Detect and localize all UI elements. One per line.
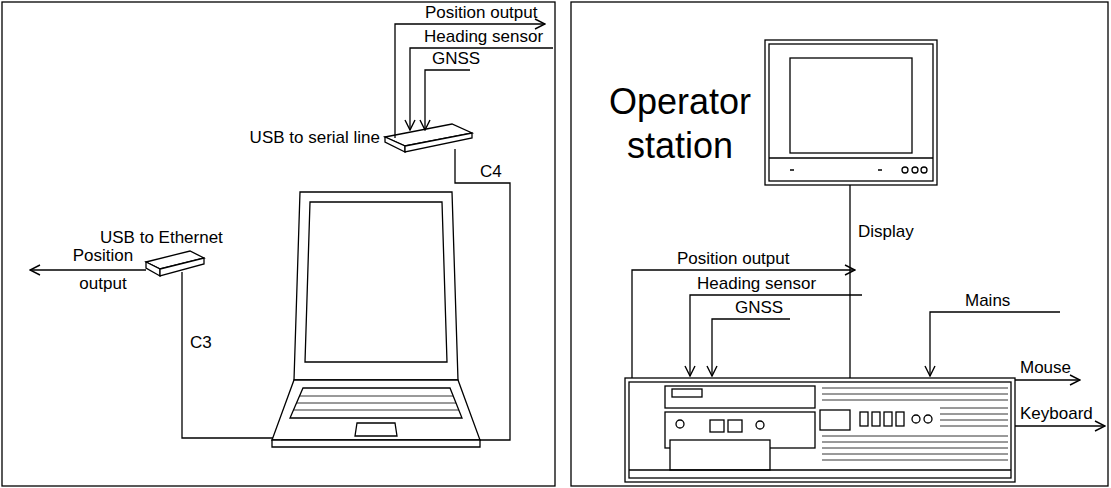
laptop (272, 192, 480, 447)
left-panel (2, 2, 555, 486)
signal-name: Position output (62, 242, 144, 298)
signal-name: GNSS (735, 298, 783, 318)
monitor (765, 40, 937, 185)
usb-serial-adapter (385, 124, 472, 152)
mouse-line (1015, 379, 1080, 380)
signal-name: Mains (965, 291, 1010, 311)
signal-name: Heading sensor (697, 274, 816, 294)
gnss-line (425, 70, 470, 130)
gnss-line (712, 319, 790, 376)
usb-ethernet-adapter (146, 251, 204, 276)
cable-name: Display (858, 222, 914, 242)
signal-name: Keyboard (1020, 404, 1093, 424)
heading-line (410, 48, 553, 130)
c3-cable (182, 272, 273, 438)
position-output-line (30, 269, 146, 270)
device-name: USB to serial line (250, 128, 380, 148)
display-cable (849, 185, 850, 378)
position-output-line (395, 24, 545, 138)
right-panel (571, 2, 1108, 486)
signal-name: Position output (677, 249, 789, 269)
signal-name: GNSS (432, 49, 480, 69)
signal-name: Position output (425, 3, 537, 23)
keyboard-line (1015, 425, 1105, 426)
vent-grille (822, 388, 1008, 460)
keyboard-keys (294, 396, 459, 410)
signal-name: Heading sensor (424, 27, 543, 47)
operator-pc (625, 378, 1015, 482)
cable-name: C4 (480, 162, 502, 182)
cable-name: C3 (190, 333, 212, 353)
position-output-line (632, 270, 855, 378)
station-title: Operator station (590, 80, 770, 168)
heading-line (690, 295, 862, 376)
signal-name: Mouse (1020, 358, 1071, 378)
device-name: USB to Ethernet (100, 228, 223, 248)
